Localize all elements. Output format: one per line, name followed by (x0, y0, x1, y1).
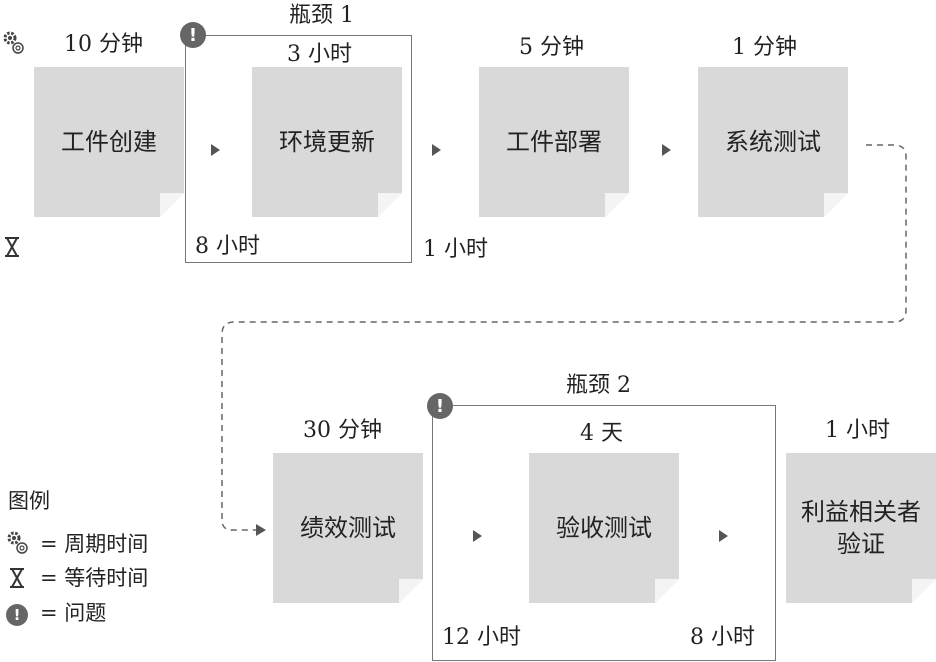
flow-arrow (432, 144, 441, 156)
flow-arrow (211, 144, 220, 156)
flow-arrow (473, 530, 482, 542)
bottleneck-1-frame (185, 35, 412, 263)
step-acceptance-test: 验收测试 (529, 453, 679, 603)
step-artifact-creation: 工件创建 (34, 67, 184, 217)
flow-arrow (662, 144, 671, 156)
cycle-time-step-7: 1 小时 (825, 418, 890, 443)
legend-item-problem: = 问题 (40, 601, 107, 625)
bottleneck-1-label: 瓶颈 1 (289, 3, 354, 28)
legend-item-cycle-time: = 周期时间 (40, 532, 149, 556)
step-label: 利益相关者 验证 (801, 498, 921, 558)
warning-icon (427, 393, 453, 419)
gears-icon (7, 531, 28, 554)
step-label: 绩效测试 (300, 514, 396, 542)
legend-item-wait-time: = 等待时间 (40, 566, 149, 590)
step-environment-update: 环境更新 (252, 67, 402, 217)
warning-icon (6, 604, 28, 626)
wait-time-4: 8 小时 (690, 625, 755, 650)
cycle-time-step-5: 30 分钟 (303, 418, 382, 443)
warning-icon (180, 22, 206, 48)
bottleneck-2-frame (432, 405, 776, 661)
step-label: 验收测试 (556, 514, 652, 542)
flow-arrow (719, 530, 728, 542)
step-artifact-deployment: 工件部署 (479, 67, 629, 217)
step-system-test: 系统测试 (698, 67, 848, 217)
cycle-time-step-4: 1 分钟 (732, 35, 797, 60)
hourglass-icon (10, 568, 24, 588)
cycle-time-step-3: 5 分钟 (519, 35, 584, 60)
step-label: 工件部署 (506, 128, 602, 156)
wait-time-3: 12 小时 (442, 625, 521, 650)
wait-time-1: 8 小时 (195, 234, 260, 259)
hourglass-icon (5, 237, 19, 257)
gears-icon (3, 31, 24, 54)
cycle-time-step-2: 3 小时 (287, 42, 352, 67)
step-stakeholder-validation: 利益相关者 验证 (786, 453, 936, 603)
cycle-time-step-1: 10 分钟 (64, 32, 143, 57)
step-label: 系统测试 (725, 128, 821, 156)
step-label: 工件创建 (61, 128, 157, 156)
bottleneck-2-label: 瓶颈 2 (566, 373, 631, 398)
step-performance-test: 绩效测试 (273, 453, 423, 603)
step-label: 环境更新 (279, 128, 375, 156)
cycle-time-step-6: 4 天 (580, 421, 623, 446)
wait-time-2: 1 小时 (423, 237, 488, 262)
legend-title: 图例 (8, 489, 50, 513)
